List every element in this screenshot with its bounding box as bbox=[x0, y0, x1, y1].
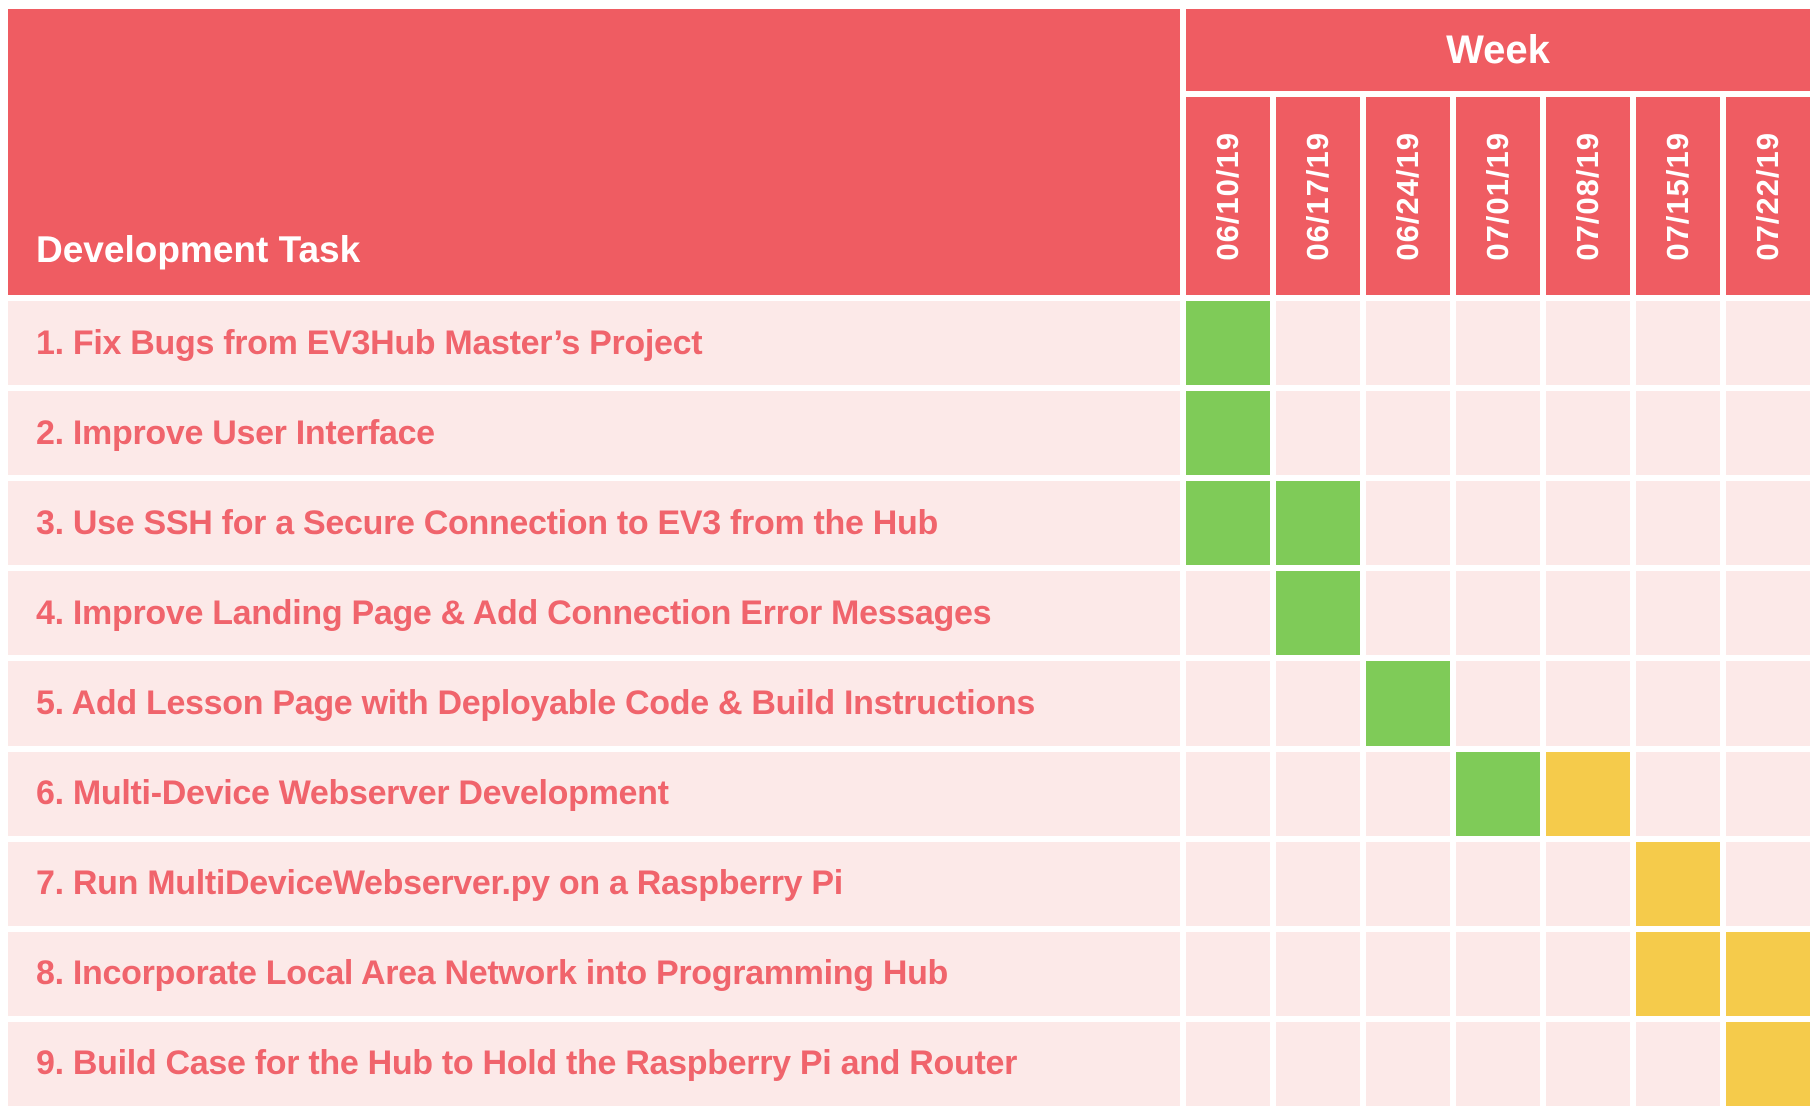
schedule-cell bbox=[1276, 841, 1360, 926]
schedule-cell bbox=[1276, 391, 1360, 476]
schedule-cell bbox=[1546, 481, 1630, 566]
schedule-cell bbox=[1636, 841, 1720, 926]
schedule-cell bbox=[1186, 841, 1270, 926]
week-column-header: 06/17/19 bbox=[1276, 97, 1360, 295]
week-column-header: 07/22/19 bbox=[1726, 97, 1810, 295]
schedule-cell bbox=[1186, 931, 1270, 1016]
week-column-header: 07/15/19 bbox=[1636, 97, 1720, 295]
schedule-cell bbox=[1726, 661, 1810, 746]
task-label: 5. Add Lesson Page with Deployable Code … bbox=[8, 661, 1180, 746]
schedule-cell bbox=[1636, 931, 1720, 1016]
schedule-cell bbox=[1546, 301, 1630, 386]
schedule-cell bbox=[1366, 391, 1450, 476]
schedule-cell bbox=[1726, 751, 1810, 836]
schedule-cell bbox=[1456, 481, 1540, 566]
schedule-cell bbox=[1636, 661, 1720, 746]
schedule-cell bbox=[1726, 841, 1810, 926]
schedule-cell bbox=[1726, 571, 1810, 656]
task-label: 8. Incorporate Local Area Network into P… bbox=[8, 931, 1180, 1016]
week-column-header: 07/08/19 bbox=[1546, 97, 1630, 295]
week-header: Week bbox=[1186, 9, 1810, 91]
task-label: 7. Run MultiDeviceWebserver.py on a Rasp… bbox=[8, 841, 1180, 926]
schedule-cell bbox=[1546, 391, 1630, 476]
schedule-cell bbox=[1636, 751, 1720, 836]
task-label: 4. Improve Landing Page & Add Connection… bbox=[8, 571, 1180, 656]
task-label: 9. Build Case for the Hub to Hold the Ra… bbox=[8, 1021, 1180, 1106]
schedule-cell bbox=[1276, 931, 1360, 1016]
schedule-cell bbox=[1366, 481, 1450, 566]
schedule-cell bbox=[1276, 1021, 1360, 1106]
week-column-header: 06/24/19 bbox=[1366, 97, 1450, 295]
week-column-header: 07/01/19 bbox=[1456, 97, 1540, 295]
schedule-cell bbox=[1186, 481, 1270, 566]
schedule-cell bbox=[1456, 661, 1540, 746]
schedule-cell bbox=[1186, 661, 1270, 746]
schedule-cell bbox=[1366, 931, 1450, 1016]
schedule-cell bbox=[1366, 571, 1450, 656]
schedule-cell bbox=[1366, 661, 1450, 746]
schedule-cell bbox=[1276, 481, 1360, 566]
schedule-cell bbox=[1726, 301, 1810, 386]
schedule-cell bbox=[1366, 1021, 1450, 1106]
week-date-label: 06/10/19 bbox=[1210, 131, 1245, 261]
schedule-cell bbox=[1546, 661, 1630, 746]
schedule-cell bbox=[1546, 931, 1630, 1016]
task-label: 2. Improve User Interface bbox=[8, 391, 1180, 476]
schedule-table: Development Task Week 06/10/19 06/17/19 06… bbox=[8, 9, 1810, 1106]
week-date-label: 07/08/19 bbox=[1570, 131, 1605, 261]
schedule-cell bbox=[1456, 301, 1540, 386]
week-date-label: 07/15/19 bbox=[1660, 131, 1695, 261]
schedule-cell bbox=[1546, 1021, 1630, 1106]
schedule-cell bbox=[1726, 391, 1810, 476]
schedule-cell bbox=[1186, 1021, 1270, 1106]
schedule-cell bbox=[1276, 751, 1360, 836]
schedule-cell bbox=[1186, 301, 1270, 386]
schedule-cell bbox=[1546, 571, 1630, 656]
schedule-cell bbox=[1456, 751, 1540, 836]
schedule-cell bbox=[1456, 571, 1540, 656]
schedule-cell bbox=[1186, 571, 1270, 656]
week-date-label: 07/01/19 bbox=[1480, 131, 1515, 261]
schedule-cell bbox=[1276, 571, 1360, 656]
schedule-cell bbox=[1456, 1021, 1540, 1106]
schedule-cell bbox=[1726, 1021, 1810, 1106]
schedule-cell bbox=[1186, 751, 1270, 836]
schedule-cell bbox=[1726, 481, 1810, 566]
schedule-cell bbox=[1636, 481, 1720, 566]
schedule-cell bbox=[1636, 1021, 1720, 1106]
schedule-cell bbox=[1276, 661, 1360, 746]
schedule-cell bbox=[1636, 391, 1720, 476]
schedule-cell bbox=[1456, 931, 1540, 1016]
development-task-header: Development Task bbox=[8, 9, 1180, 295]
schedule-cell bbox=[1186, 391, 1270, 476]
week-date-label: 06/17/19 bbox=[1300, 131, 1335, 261]
schedule-cell bbox=[1636, 301, 1720, 386]
schedule-cell bbox=[1636, 571, 1720, 656]
task-label: 1. Fix Bugs from EV3Hub Master’s Project bbox=[8, 301, 1180, 386]
schedule-cell bbox=[1366, 841, 1450, 926]
week-column-header: 06/10/19 bbox=[1186, 97, 1270, 295]
schedule-cell bbox=[1366, 301, 1450, 386]
task-label: 3. Use SSH for a Secure Connection to EV… bbox=[8, 481, 1180, 566]
schedule-cell bbox=[1546, 751, 1630, 836]
schedule-cell bbox=[1456, 391, 1540, 476]
schedule-cell bbox=[1726, 931, 1810, 1016]
task-label: 6. Multi-Device Webserver Development bbox=[8, 751, 1180, 836]
week-date-label: 07/22/19 bbox=[1750, 131, 1785, 261]
schedule-cell bbox=[1366, 751, 1450, 836]
schedule-cell bbox=[1546, 841, 1630, 926]
schedule-cell bbox=[1276, 301, 1360, 386]
schedule-cell bbox=[1456, 841, 1540, 926]
week-date-label: 06/24/19 bbox=[1390, 131, 1425, 261]
